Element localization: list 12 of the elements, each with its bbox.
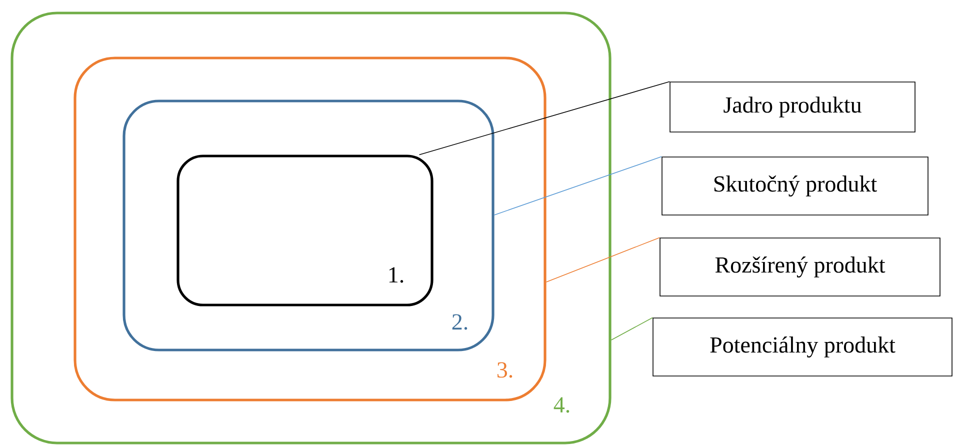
leader-line xyxy=(546,237,660,282)
label-box: Jadro produktu xyxy=(670,82,916,132)
ring-number: 2. xyxy=(452,314,468,330)
ring-number: 4. xyxy=(554,397,570,413)
leader-line xyxy=(494,156,662,216)
ring-number: 3. xyxy=(497,362,512,378)
label-box: Skutočný produkt xyxy=(662,156,928,216)
label-box: Potenciálny produkt xyxy=(652,318,952,376)
ring-number: 1. xyxy=(389,267,404,283)
leader-line xyxy=(610,317,653,340)
label-box: Rozšírený produkt xyxy=(660,238,940,296)
leader-line xyxy=(418,81,670,156)
